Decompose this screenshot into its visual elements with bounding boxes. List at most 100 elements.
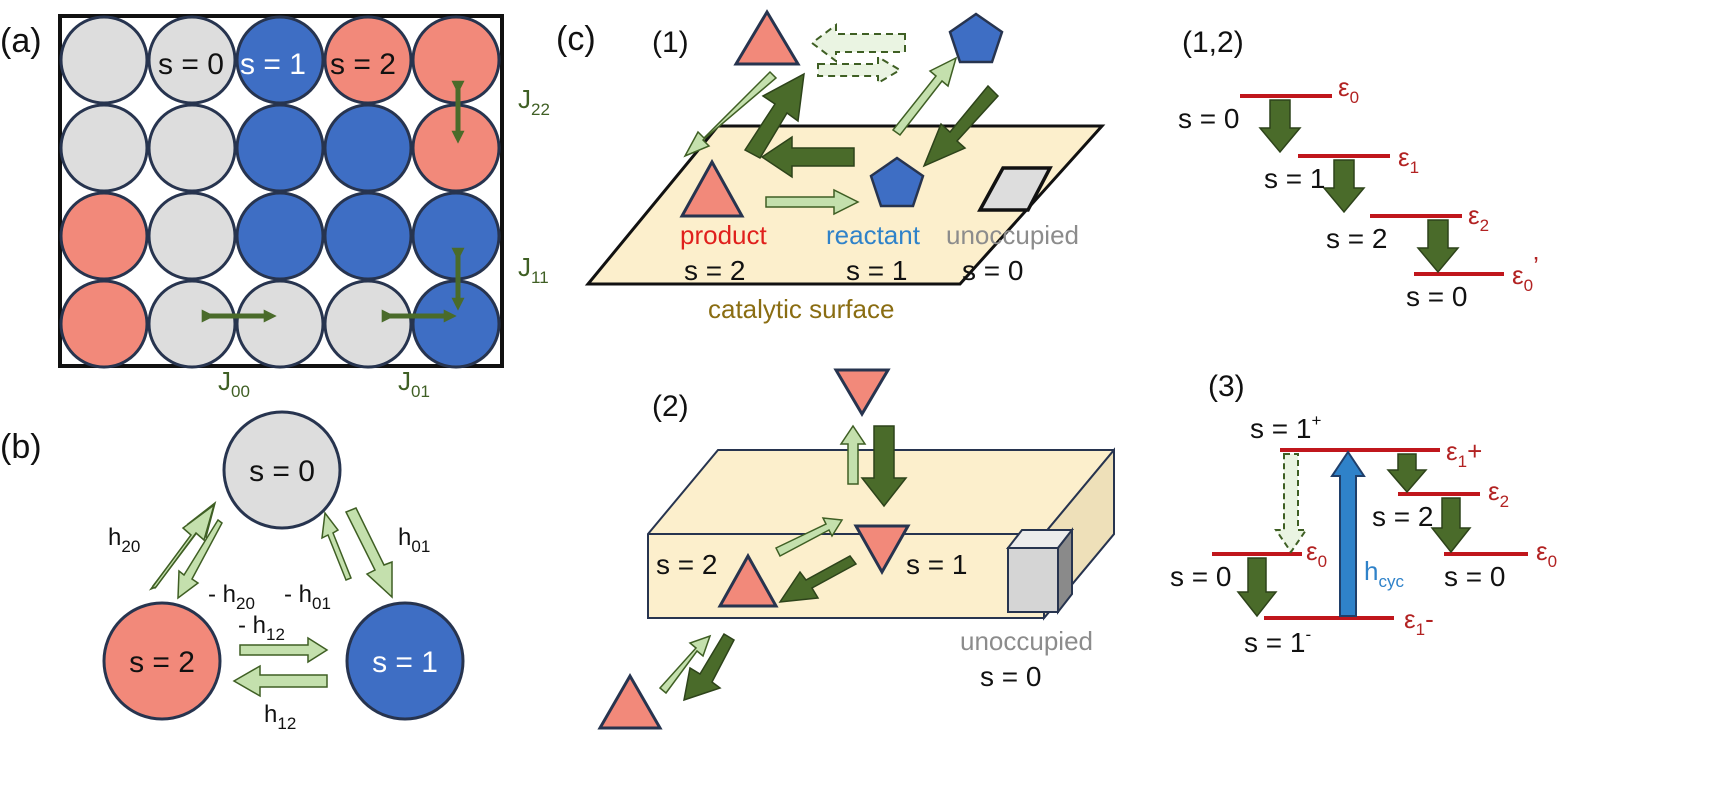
minus-h01-label: - h01	[284, 581, 331, 613]
minus-h20-arrow	[177, 518, 223, 600]
levels12-label: (1,2)	[1182, 26, 1244, 59]
levels3-eps0-right: ε0	[1536, 536, 1557, 571]
panel-b-label: (b)	[0, 428, 42, 466]
decay-arrow-2	[1322, 159, 1366, 214]
j22-label: J22	[518, 84, 550, 119]
state-s1-circle	[345, 601, 465, 721]
gas-dashed-arrow-left	[810, 23, 906, 63]
top-label-s0: s = 0	[158, 48, 224, 81]
lattice-grid	[59, 15, 501, 369]
state-s2-circle	[102, 601, 222, 721]
sub2-desorb-arrow	[839, 424, 867, 485]
product-adsorbed-triangle	[679, 158, 745, 218]
unoccupied-state-label-2: s = 0	[980, 661, 1041, 692]
h01-arrow	[344, 507, 393, 599]
lattice-site-r2-c3	[323, 191, 413, 281]
sub2-forward-arrow	[774, 517, 844, 558]
levels12-state-2: s = 2	[1326, 223, 1387, 254]
catalytic-surface-label: catalytic surface	[708, 294, 894, 324]
minus-h12-label: - h12	[238, 612, 285, 644]
levels3-s2: s = 2	[1372, 501, 1433, 532]
product-desorb-arrow	[743, 72, 805, 159]
dashed-decay-arrow	[1274, 453, 1308, 554]
top-label-s1: s = 1	[240, 48, 306, 81]
reactant-label: reactant	[826, 220, 921, 250]
sub2-label: (2)	[652, 390, 689, 423]
unoccupied-site	[977, 166, 1053, 212]
levels3-eps1minus: ε1-	[1404, 604, 1434, 639]
hcyc-arrow	[1330, 450, 1366, 617]
decay-arrow-3c	[1236, 557, 1278, 618]
state-s1-label: s = 1	[372, 646, 438, 679]
j01-label: J01	[398, 366, 430, 401]
panel-c-label: (c)	[556, 20, 596, 58]
sub1-label: (1)	[652, 26, 689, 59]
decay-arrow-3	[1416, 219, 1460, 274]
gas-down-triangle	[833, 368, 891, 417]
levels12-eps-2: ε2	[1468, 200, 1489, 235]
minus-h20-label: - h20	[208, 581, 255, 613]
reactant-desorb-arrow	[891, 56, 958, 137]
lattice-site-r2-c1	[147, 191, 237, 281]
h12-label: h12	[264, 701, 296, 733]
j11-label: J11	[518, 252, 549, 287]
lattice-site-r1-c1	[147, 103, 237, 193]
lattice-site-r3-c3	[323, 279, 413, 369]
lattice-site-r1-c2	[235, 103, 325, 193]
decay-arrow-3b	[1430, 497, 1472, 554]
sub2-lower-adsorb-arrow	[683, 632, 735, 702]
sub2-left-state: s = 2	[656, 549, 717, 580]
levels3-eps2: ε2	[1488, 476, 1509, 511]
product-gas-triangle	[733, 9, 801, 66]
state-s2-label: s = 2	[129, 646, 195, 679]
levels12-eps-0: ε0	[1338, 72, 1359, 107]
sub2-adsorb-arrow	[860, 425, 908, 508]
lattice-site-r0-c1	[147, 15, 237, 105]
levels3-s1plus: s = 1+	[1250, 411, 1321, 444]
unoccupied-label-1: unoccupied	[946, 220, 1079, 250]
levels3-s1minus: s = 1-	[1244, 625, 1311, 658]
unoccupied-label-2: unoccupied	[960, 626, 1093, 656]
minus-h01-arrow	[321, 511, 352, 581]
state-s0-circle	[222, 410, 342, 530]
product-state-label: s = 2	[684, 255, 745, 286]
lattice-site-r3-c1	[147, 279, 237, 369]
product-label: product	[680, 220, 767, 250]
reaction-arrow	[760, 135, 855, 179]
sub2-lower-desorb-arrow	[658, 634, 712, 695]
reactant-adsorb-arrow	[922, 84, 1000, 168]
unoccupied-cube-front	[1007, 547, 1059, 613]
lattice-site-r0-c3	[323, 15, 413, 105]
unoccupied-cube-side	[1057, 527, 1073, 615]
h20-arrow-body	[148, 503, 216, 591]
lattice-site-r3-c2	[235, 279, 325, 369]
decay-arrow-3a	[1386, 453, 1428, 494]
lattice-site-r3-c0	[59, 279, 149, 369]
h20-label: h20	[108, 524, 140, 556]
lattice-site-r1-c0	[59, 103, 149, 193]
reactant-adsorbed-pentagon	[869, 156, 925, 208]
h01-label: h01	[398, 524, 430, 556]
panel-a-label: (a)	[0, 22, 42, 60]
sub2-right-state: s = 1	[906, 549, 967, 580]
lattice-site-r0-c0	[59, 15, 149, 105]
unoccupied-state-label-1: s = 0	[962, 255, 1023, 286]
top-label-s2: s = 2	[330, 48, 396, 81]
reactant-state-label: s = 1	[846, 255, 907, 286]
levels12-state-3: s = 0	[1406, 281, 1467, 312]
levels3-eps1plus: ε1+	[1446, 436, 1482, 471]
gas-up-triangle	[597, 672, 663, 730]
levels12-eps-3: ε0’	[1512, 251, 1539, 295]
levels3-s0-left: s = 0	[1170, 561, 1231, 592]
levels12-eps-1: ε1	[1398, 142, 1419, 177]
j00-label: J00	[218, 366, 250, 401]
lattice-site-r1-c3	[323, 103, 413, 193]
levels12-state-1: s = 1	[1264, 163, 1325, 194]
levels12-state-0: s = 0	[1178, 103, 1239, 134]
state-s0-label: s = 0	[249, 455, 315, 488]
lattice-site-r0-c2	[235, 15, 325, 105]
reactant-gas-pentagon	[948, 12, 1004, 64]
decay-arrow-1	[1258, 99, 1302, 154]
back-reaction-arrow	[765, 188, 860, 216]
h12-arrow	[232, 664, 328, 698]
